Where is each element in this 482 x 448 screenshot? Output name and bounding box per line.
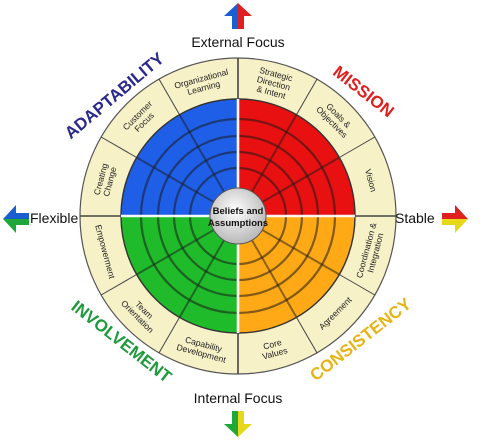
quadrant-mission (238, 99, 355, 216)
bottom-arrow-half (238, 411, 252, 437)
sector-divider (251, 239, 298, 318)
sector-divider (178, 239, 225, 318)
left-arrow-half (3, 219, 29, 233)
sector-divider (136, 229, 215, 276)
band-divider (339, 274, 376, 296)
core-circle (209, 187, 267, 245)
sector-divider (178, 114, 225, 193)
direction-arrows (3, 3, 468, 437)
dimension-line: Core (262, 337, 283, 352)
band-divider (158, 317, 180, 354)
right-arrow-half (442, 219, 468, 233)
culture-wheel (79, 57, 397, 375)
axis-label-top: External Focus (191, 34, 284, 50)
band-divider (100, 274, 137, 296)
left-arrow-half (3, 205, 29, 219)
band-divider (339, 136, 376, 158)
sector-divider (136, 156, 215, 203)
band-divider (296, 78, 318, 115)
axis-label-left: Flexible (30, 210, 78, 226)
sector-divider (261, 156, 340, 203)
core-label-line-2: Assumptions (208, 218, 268, 229)
top-arrow-half (238, 3, 252, 29)
band-divider (100, 136, 137, 158)
top-arrow-half (224, 3, 238, 29)
quadrant-involvement (121, 216, 238, 333)
band-divider (296, 317, 318, 354)
axis-label-bottom: Internal Focus (194, 390, 283, 406)
quadrant-consistency (238, 216, 355, 333)
quadrant-adaptability (121, 99, 238, 216)
bottom-arrow-half (224, 411, 238, 437)
band-divider (158, 78, 180, 115)
axis-label-right: Stable (395, 210, 435, 226)
core-label-line-1: Beliefs and (213, 206, 264, 217)
sector-divider (261, 229, 340, 276)
right-arrow-half (442, 205, 468, 219)
sector-divider (251, 114, 298, 193)
